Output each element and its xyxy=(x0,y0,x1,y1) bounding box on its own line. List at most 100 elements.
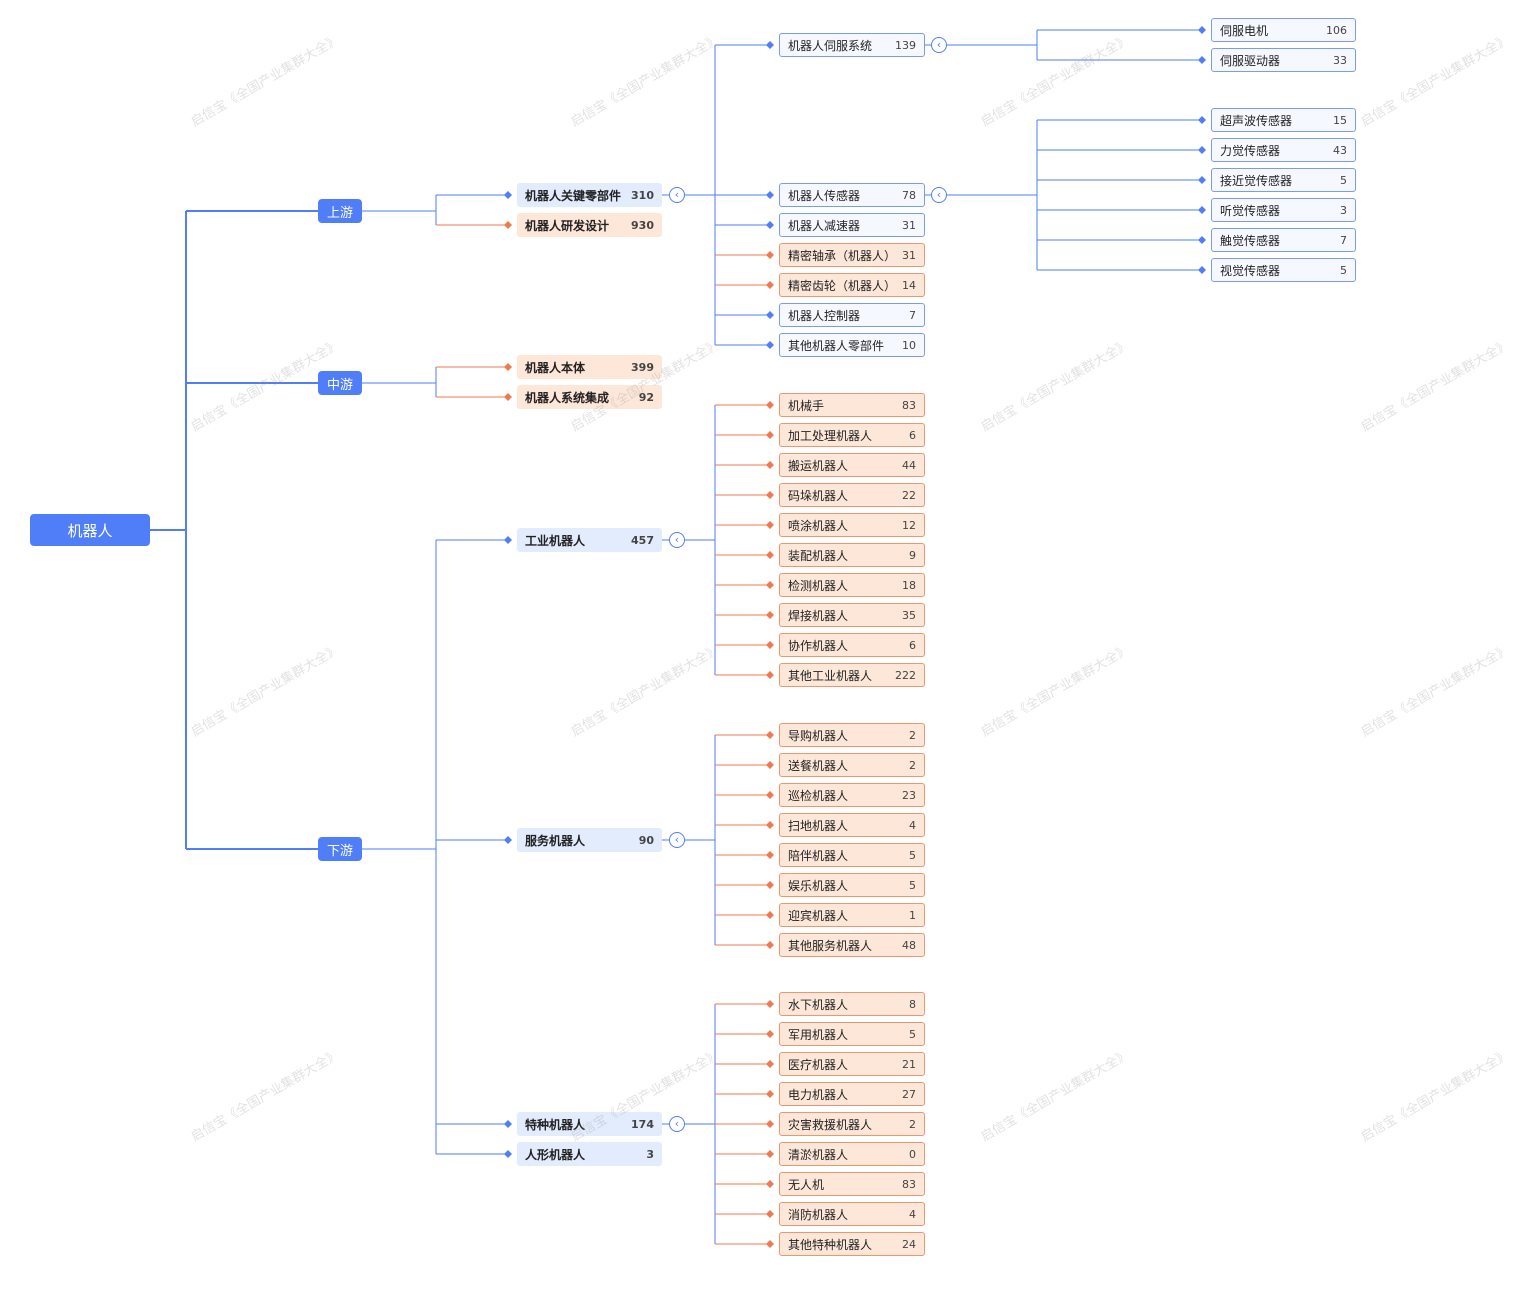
node-label: 电力机器人 xyxy=(788,1087,849,1102)
diamond-marker-icon xyxy=(766,641,774,649)
node-label: 机器人本体 xyxy=(525,360,586,375)
node-count: 44 xyxy=(902,458,916,472)
collapse-toggle-icon[interactable]: ‹ xyxy=(931,37,947,53)
node-label: 送餐机器人 xyxy=(788,758,849,773)
diamond-marker-icon xyxy=(766,881,774,889)
node-count: 3 xyxy=(1340,203,1347,217)
node-label: 人形机器人 xyxy=(525,1147,586,1162)
subcategory-node[interactable]: 精密轴承（机器人）31 xyxy=(779,243,925,267)
node-label: 工业机器人 xyxy=(525,533,586,548)
diamond-marker-icon xyxy=(1198,26,1206,34)
node-label: 特种机器人 xyxy=(525,1117,586,1132)
collapse-toggle-icon[interactable]: ‹ xyxy=(669,1116,685,1132)
node-count: 22 xyxy=(902,488,916,502)
tier-node[interactable]: 中游 xyxy=(318,371,362,395)
diamond-marker-icon xyxy=(766,1060,774,1068)
node-count: 174 xyxy=(631,1117,654,1131)
subcategory-node[interactable]: 精密齿轮（机器人）14 xyxy=(779,273,925,297)
node-label: 其他工业机器人 xyxy=(788,668,873,683)
node-label: 扫地机器人 xyxy=(788,818,849,833)
subcategory-node[interactable]: 搬运机器人 44 xyxy=(779,453,925,477)
diamond-marker-icon xyxy=(766,431,774,439)
node-count: 0 xyxy=(909,1147,916,1161)
diamond-marker-icon xyxy=(766,551,774,559)
collapse-toggle-icon[interactable]: ‹ xyxy=(669,187,685,203)
tier-node[interactable]: 上游 xyxy=(318,199,362,223)
node-label: 喷涂机器人 xyxy=(788,518,849,533)
collapse-toggle-icon[interactable]: ‹ xyxy=(931,187,947,203)
node-count: 43 xyxy=(1333,143,1347,157)
root-node[interactable]: 机器人 xyxy=(30,514,150,546)
category-node[interactable]: 特种机器人 174 xyxy=(517,1112,662,1136)
node-label: 机器人传感器 xyxy=(788,188,861,203)
node-count: 24 xyxy=(902,1237,916,1251)
collapse-toggle-icon[interactable]: ‹ xyxy=(669,832,685,848)
node-label: 其他机器人零部件 xyxy=(788,338,885,353)
node-label: 精密齿轮（机器人） xyxy=(788,278,897,293)
diamond-marker-icon xyxy=(766,1180,774,1188)
collapse-toggle-icon[interactable]: ‹ xyxy=(669,532,685,548)
node-count: 83 xyxy=(902,1177,916,1191)
diamond-marker-icon xyxy=(766,761,774,769)
diamond-marker-icon xyxy=(766,731,774,739)
diamond-marker-icon xyxy=(766,1090,774,1098)
node-label: 焊接机器人 xyxy=(788,608,849,623)
node-label: 伺服电机 xyxy=(1220,23,1269,38)
tier-node[interactable]: 下游 xyxy=(318,837,362,861)
diamond-marker-icon xyxy=(766,191,774,199)
node-label: 医疗机器人 xyxy=(788,1057,849,1072)
diamond-marker-icon xyxy=(766,581,774,589)
node-count: 83 xyxy=(902,398,916,412)
diamond-marker-icon xyxy=(766,311,774,319)
node-label: 搬运机器人 xyxy=(788,458,849,473)
node-label: 接近觉传感器 xyxy=(1220,173,1293,188)
node-label: 超声波传感器 xyxy=(1220,113,1293,128)
